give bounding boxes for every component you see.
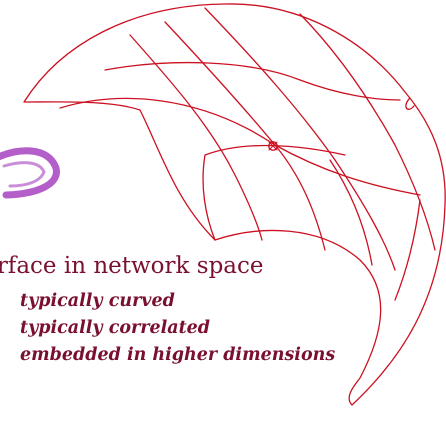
- surface-boundary: [23, 3, 446, 406]
- brush-swirl: [0, 147, 60, 199]
- grid-line-3: [204, 7, 396, 271]
- grid-line-1: [164, 21, 326, 251]
- grid-line-2: [129, 34, 263, 241]
- surface-point-cross: [268, 141, 278, 151]
- property-item-embedded: embedded in higher dimensions: [20, 345, 336, 365]
- property-item-correlated: typically correlated: [20, 318, 211, 338]
- property-list: typically curved typically correlated em…: [20, 288, 335, 369]
- grid-line-7: [329, 159, 373, 266]
- grid-line-4: [299, 13, 436, 251]
- brush-swirl-inner: [2, 161, 46, 188]
- surface-point: [268, 141, 278, 151]
- grid-line-6: [104, 61, 401, 101]
- diagram-heading: urface in network space: [0, 253, 264, 279]
- grid-line-5: [59, 97, 421, 196]
- edge-hook: [405, 97, 415, 110]
- surface-fold: [202, 144, 346, 241]
- grid-line-8: [394, 199, 421, 301]
- property-item-curved: typically curved: [20, 291, 175, 311]
